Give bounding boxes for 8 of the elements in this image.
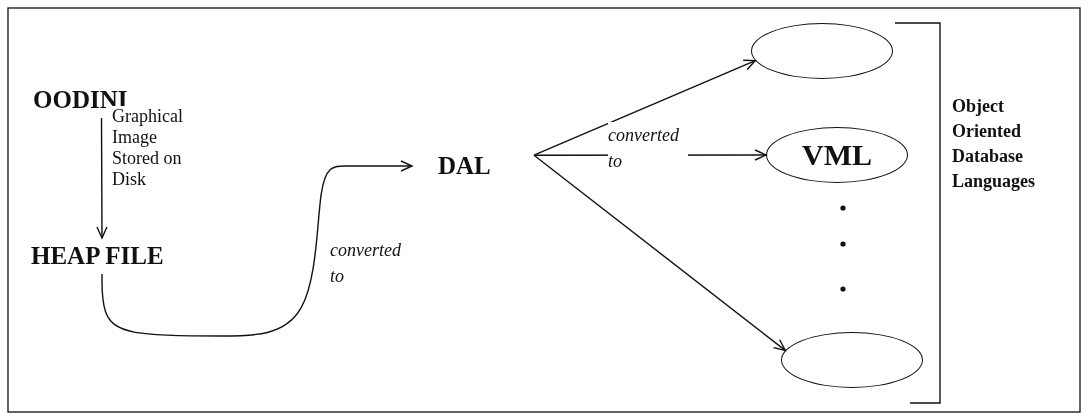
- node-label: DAL: [438, 152, 491, 180]
- arrow: [101, 160, 413, 337]
- arrow: [533, 154, 786, 352]
- arrow: [533, 59, 756, 156]
- node-label: HEAP FILE: [31, 242, 164, 270]
- node-label: VML: [802, 138, 872, 172]
- arrow: [96, 117, 108, 239]
- bracket-label: Object Oriented Database Languages: [952, 95, 1037, 193]
